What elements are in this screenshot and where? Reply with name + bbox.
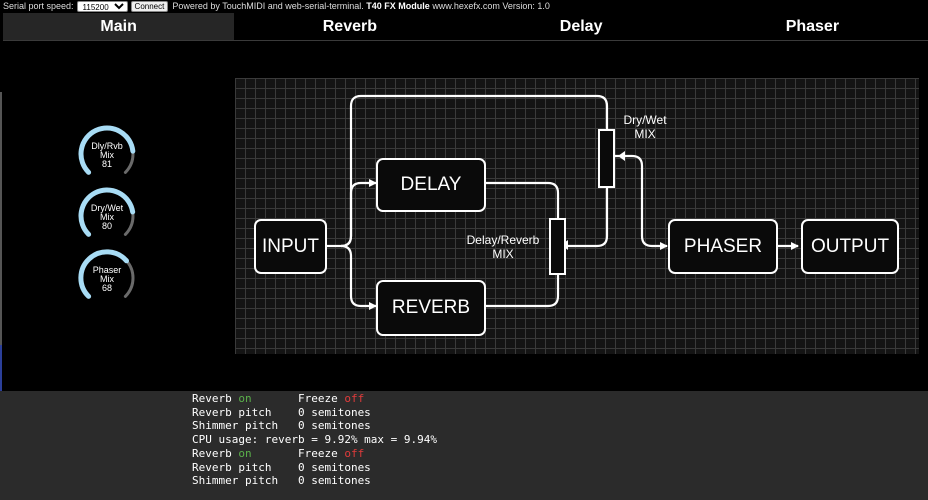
delay-reverb-mix-slider[interactable] [549, 218, 566, 275]
knob-value: 81 [101, 159, 112, 169]
wire-wet-bus [568, 188, 609, 248]
knob-value: 80 [101, 221, 112, 231]
wire-delay-out [485, 181, 560, 218]
dry-wet-label-line2: MIX [634, 127, 656, 141]
diagram-grid [235, 78, 919, 354]
dry-wet-mix-label: Dry/Wet MIX [607, 113, 683, 141]
credits-prefix: Powered by TouchMIDI and web-serial-term… [172, 1, 364, 11]
arrow-into-drywet [618, 151, 625, 161]
knob-dial [78, 249, 135, 299]
console-line: CPU usage: reverb = 9.92% max = 9.94% [192, 433, 437, 447]
status-on: on [238, 392, 252, 405]
dry-wet-mix-slider[interactable] [598, 129, 615, 188]
window-edge [0, 92, 2, 392]
tab-reverb[interactable]: Reverb [234, 13, 466, 40]
credits-text: Powered by TouchMIDI and web-serial-term… [172, 0, 550, 13]
knob-label: Dly/Rvb [91, 141, 123, 151]
output-block: OUTPUT [801, 219, 899, 274]
phaser-mix-knob[interactable]: Phaser Mix 68 [77, 248, 137, 308]
console-line: Reverb pitch 0 semitones [192, 406, 437, 420]
credits-suffix: www.hexefx.com Version: 1.0 [432, 1, 550, 11]
console-line: Reverb on Freeze off [192, 392, 437, 406]
knob-level-arc [78, 187, 136, 237]
console-line: Shimmer pitch 0 semitones [192, 474, 437, 488]
wire-to-delay [340, 179, 377, 248]
knob-value: 68 [101, 283, 112, 293]
dry-wet-label-line1: Dry/Wet [623, 113, 667, 127]
serial-speed-select[interactable]: 115200 [76, 1, 128, 12]
wire-to-reverb [340, 244, 377, 310]
tab-bar: Main Reverb Delay Phaser [3, 13, 928, 41]
knob-label: Phaser [92, 265, 122, 275]
status-on: on [238, 446, 252, 460]
knob-label: Dry/Wet [90, 203, 124, 213]
knob-dial [78, 187, 136, 237]
console-text: Shimmer pitch 0 semitones [192, 474, 371, 488]
console-text: Reverb pitch 0 semitones [192, 460, 371, 474]
knob-label-mix: Mix [100, 212, 114, 222]
console-text: Reverb [192, 446, 239, 460]
module-name: T40 FX Module [366, 1, 430, 11]
console-text: Reverb pitch 0 semitones [192, 405, 371, 419]
console-text: Freeze [251, 446, 345, 460]
knob-level-arc [78, 125, 136, 175]
dly-rvb-mix-knob[interactable]: Dly/Rvb Mix 81 [77, 124, 137, 184]
connect-button[interactable]: Connect [130, 1, 169, 12]
wire-to-phaser [610, 154, 668, 250]
serial-speed-label: Serial port speed: [3, 1, 74, 11]
signal-wires [326, 94, 799, 310]
console-text: Freeze [251, 392, 345, 405]
wire-reverb-out [485, 274, 560, 308]
knob-label-mix: Mix [100, 150, 114, 160]
knob-dial [78, 125, 136, 175]
dry-wet-mix-knob[interactable]: Dry/Wet Mix 80 [77, 186, 137, 246]
phaser-block[interactable]: PHASER [668, 219, 778, 274]
console-text: Reverb [192, 392, 239, 405]
console-text: Shimmer pitch 0 semitones [192, 419, 371, 433]
console-text: CPU usage: reverb = 9.92% max = 9.94% [192, 433, 438, 447]
console-line: Reverb on Freeze off [192, 447, 437, 461]
status-off: off [344, 446, 365, 460]
delay-reverb-mix-label: Delay/Reverb MIX [455, 233, 551, 261]
console-line: Reverb pitch 0 semitones [192, 461, 437, 475]
knob-label-mix: Mix [100, 274, 114, 284]
reverb-block[interactable]: REVERB [376, 280, 486, 336]
status-off: off [344, 392, 365, 405]
tab-main[interactable]: Main [3, 13, 235, 40]
input-block: INPUT [254, 219, 327, 274]
knob-level-arc [78, 249, 129, 299]
serial-toolbar: Serial port speed: 115200 Connect Powere… [0, 0, 928, 13]
tab-phaser[interactable]: Phaser [696, 13, 928, 40]
delay-reverb-label-line1: Delay/Reverb [466, 233, 540, 247]
signal-flow-diagram: INPUT DELAY REVERB PHASER OUTPUT Dry/Wet… [235, 78, 919, 354]
delay-reverb-label-line2: MIX [492, 247, 514, 261]
console-line: Shimmer pitch 0 semitones [192, 419, 437, 433]
delay-block[interactable]: DELAY [376, 158, 486, 212]
tab-delay[interactable]: Delay [465, 13, 697, 40]
